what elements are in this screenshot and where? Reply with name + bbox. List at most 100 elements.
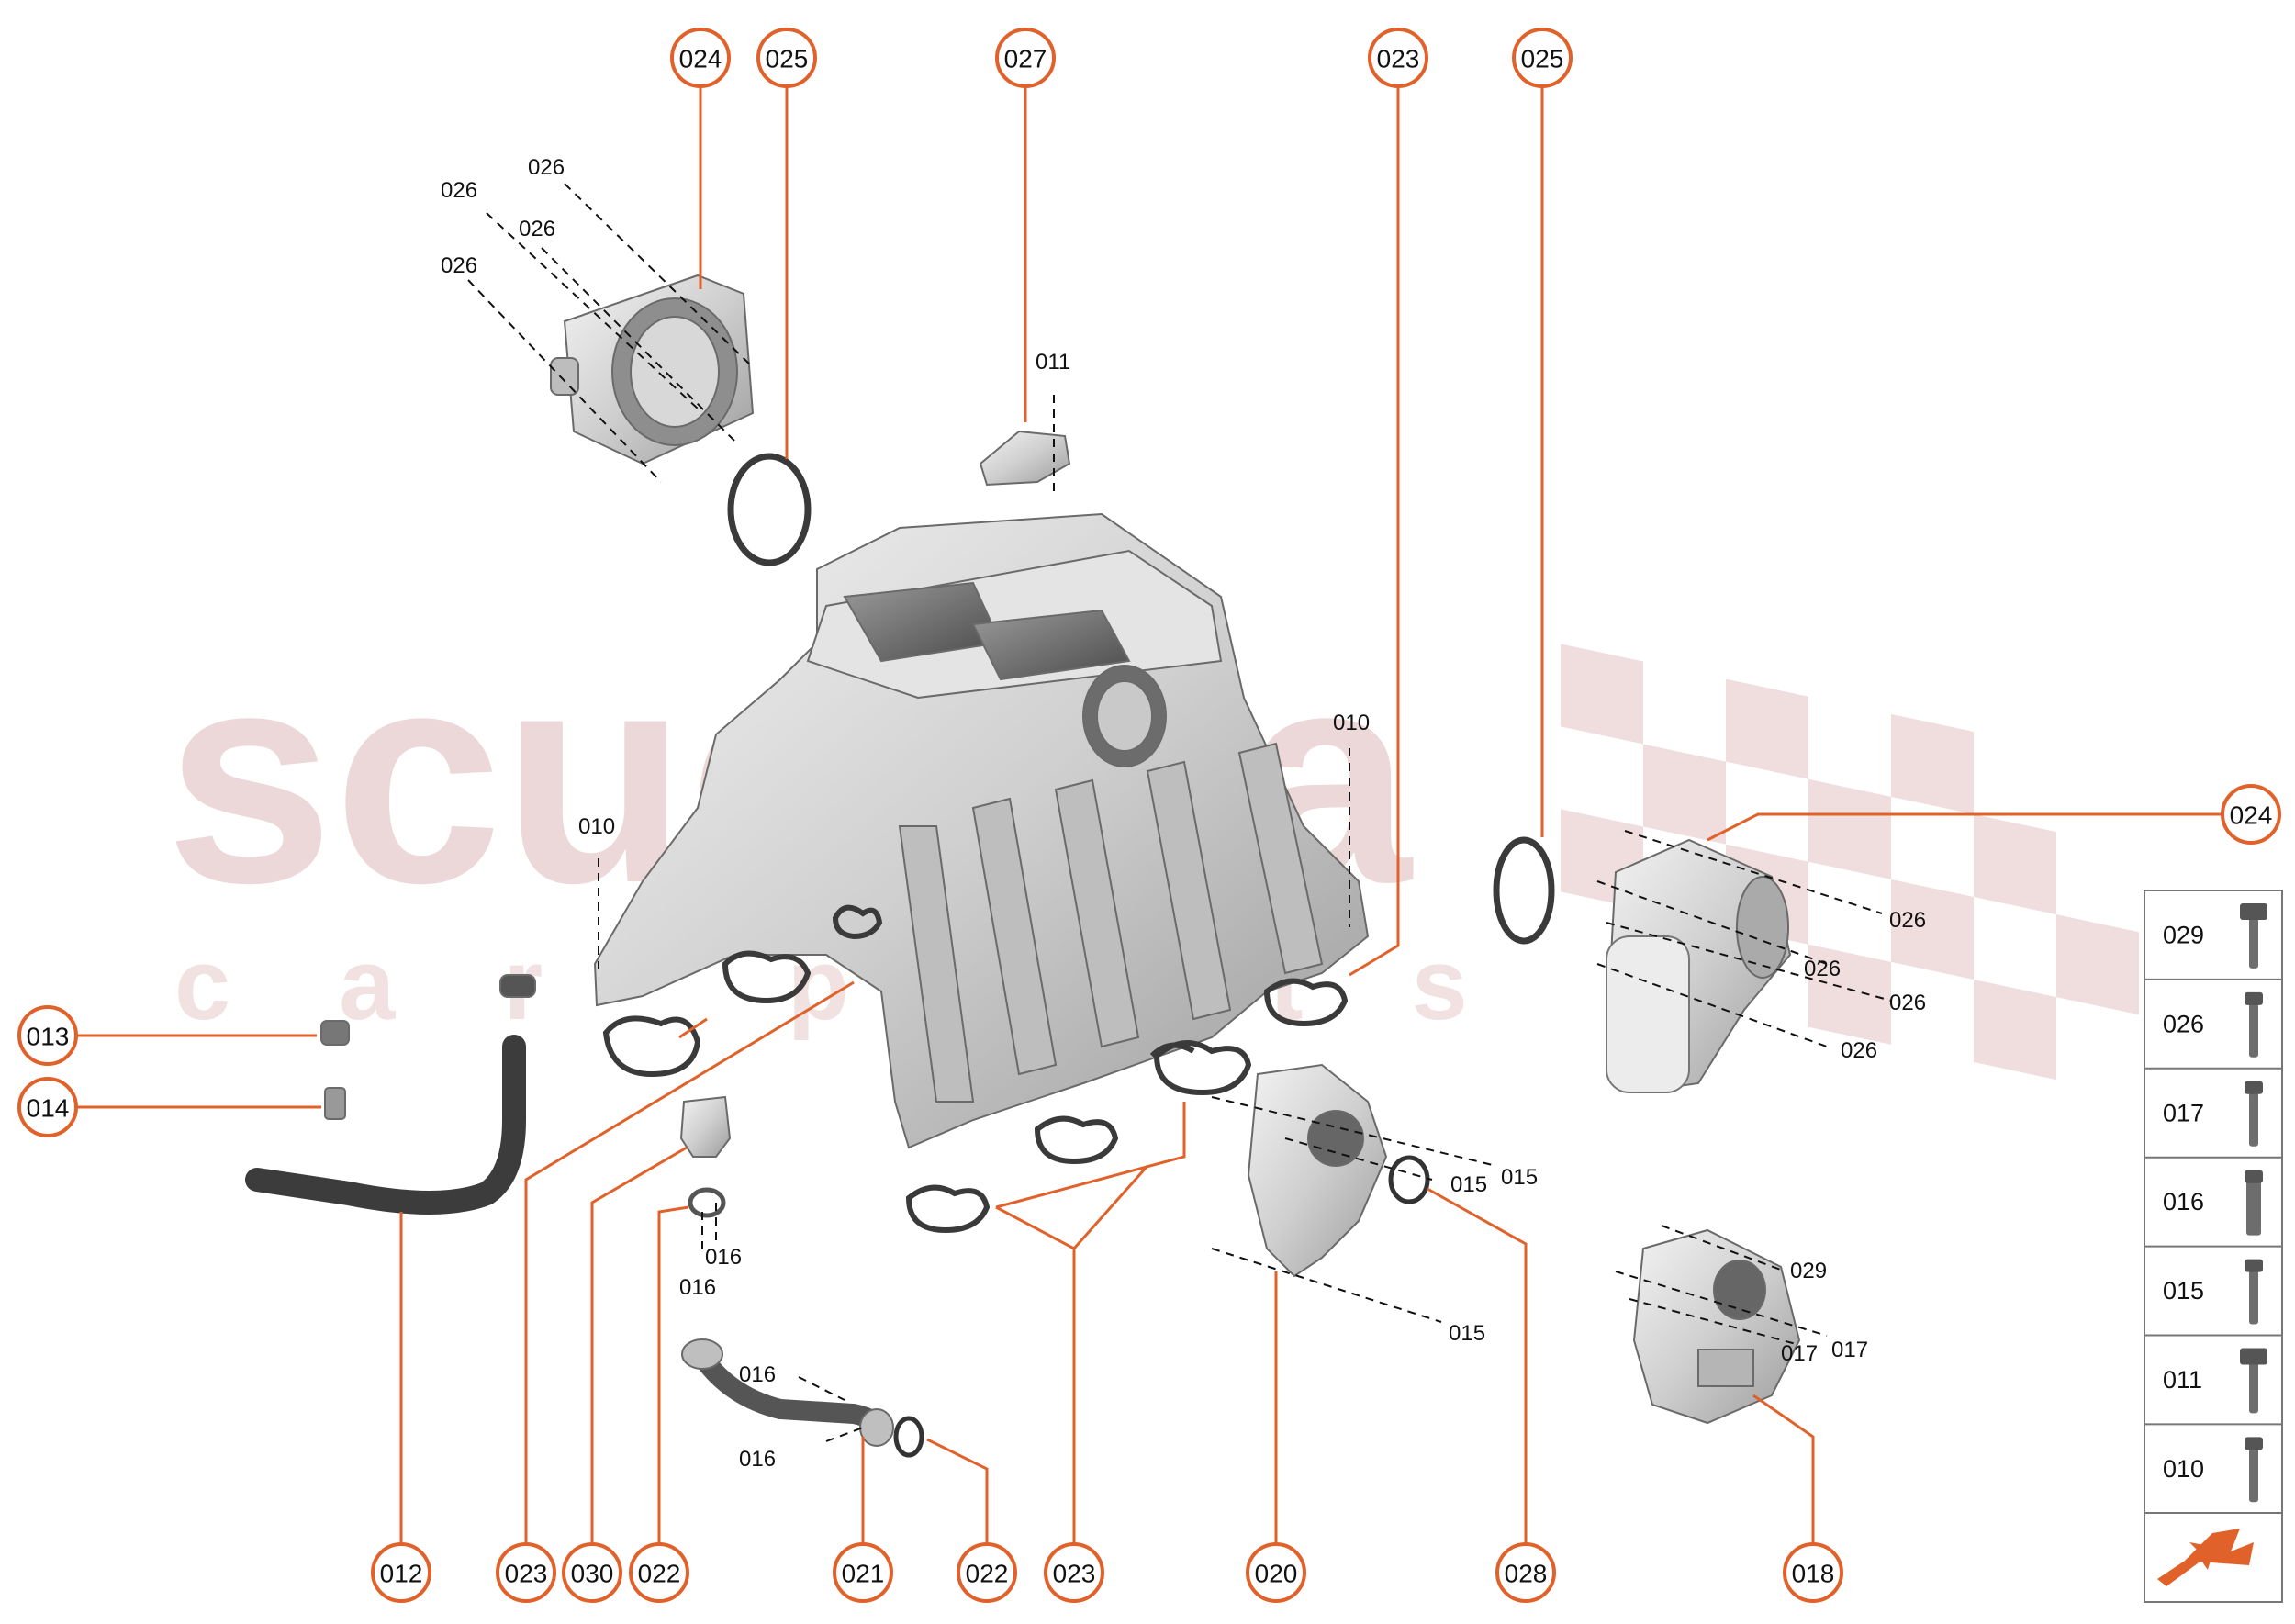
label-016: 016	[739, 1447, 776, 1472]
label-015: 015	[1450, 1172, 1487, 1197]
label-015: 015	[1501, 1165, 1538, 1190]
callout-label: 014	[27, 1094, 70, 1123]
callout-023-bottom-left[interactable]: 023	[496, 1542, 556, 1603]
callout-022-right[interactable]: 022	[957, 1542, 1017, 1603]
label-016: 016	[739, 1362, 776, 1387]
bracket-port	[1307, 1110, 1364, 1167]
pipe-end-upper	[681, 1338, 723, 1370]
callout-025-top[interactable]: 025	[756, 28, 817, 88]
callout-027[interactable]: 027	[995, 28, 1056, 88]
callout-label: 030	[571, 1560, 614, 1588]
legend-row-015[interactable]: 015	[2144, 1245, 2282, 1325]
washer-022	[688, 1187, 726, 1218]
callout-023-top[interactable]: 023	[1368, 28, 1428, 88]
legend-row-016[interactable]: 016	[2144, 1156, 2282, 1236]
intake-manifold	[593, 512, 1370, 1149]
parts	[245, 274, 1801, 1458]
callout-label: 024	[679, 45, 722, 73]
callout-label: 022	[638, 1560, 681, 1588]
callout-label: 013	[27, 1023, 70, 1051]
label-026: 026	[1889, 991, 1926, 1015]
dashed-leaders	[467, 183, 1892, 1442]
callout-022-left[interactable]: 022	[629, 1542, 689, 1603]
label-010: 010	[578, 814, 615, 839]
label-029: 029	[1790, 1259, 1827, 1283]
label-026: 026	[441, 178, 477, 203]
leader-lines	[76, 87, 2222, 1545]
label-016: 016	[705, 1245, 742, 1270]
callout-label: 023	[1053, 1560, 1096, 1588]
pressure-sensor	[979, 430, 1071, 487]
callout-label: 025	[1521, 45, 1564, 73]
legend-row-011[interactable]: 011	[2144, 1334, 2282, 1414]
label-026: 026	[519, 217, 555, 241]
callout-028[interactable]: 028	[1495, 1542, 1556, 1603]
legend-code: 015	[2163, 1277, 2204, 1305]
label-017: 017	[1781, 1341, 1818, 1366]
legend-code: 010	[2163, 1455, 2204, 1483]
callout-012[interactable]: 012	[371, 1542, 431, 1603]
ring-gasket-right	[1493, 836, 1555, 945]
label-026: 026	[1804, 957, 1841, 981]
ring-gasket-left	[727, 453, 812, 566]
callout-label: 028	[1505, 1560, 1548, 1588]
breather-hose	[245, 1035, 526, 1215]
label-011: 011	[1036, 350, 1070, 375]
legend-row-029[interactable]: 029	[2163, 903, 2267, 969]
part-labels: 026 026 026 026 011 010 010 026 026 026 …	[441, 155, 1926, 1472]
long-bolt-icon	[2245, 991, 2263, 1058]
hose-clip-013	[320, 1020, 350, 1046]
callout-label: 020	[1255, 1560, 1298, 1588]
callout-label: 022	[966, 1560, 1009, 1588]
legend-row-026[interactable]: 026	[2144, 978, 2282, 1058]
bolt-icon	[2245, 1437, 2263, 1503]
flange-bolt-icon	[2240, 1348, 2267, 1414]
legend-code: 011	[2163, 1366, 2202, 1394]
stud-bolt-icon	[2245, 1081, 2263, 1147]
label-026: 026	[528, 155, 565, 180]
runner-gaskets	[602, 904, 1349, 1234]
bracket-020	[1247, 1063, 1388, 1278]
label-016: 016	[679, 1275, 716, 1300]
callouts: 024 025 027 023 025 024 013 014 012 023 …	[17, 28, 2281, 1603]
ring-028	[1388, 1155, 1430, 1204]
flange-bolt-icon	[2240, 903, 2267, 969]
label-026: 026	[1841, 1038, 1877, 1063]
callout-025-right[interactable]: 025	[1512, 28, 1573, 88]
callout-label: 018	[1792, 1560, 1835, 1588]
label-010: 010	[1333, 711, 1370, 735]
callout-013[interactable]: 013	[17, 1005, 78, 1066]
callout-023-bottom[interactable]: 023	[1044, 1542, 1104, 1603]
callout-label: 023	[505, 1560, 548, 1588]
throttle-actuator-018	[1632, 1228, 1801, 1425]
pipe-end-lower	[859, 1408, 894, 1447]
hose-clamp-014	[324, 1087, 346, 1120]
callout-024-top[interactable]: 024	[670, 28, 731, 88]
callout-label: 012	[380, 1560, 423, 1588]
callout-label: 023	[1377, 45, 1420, 73]
callout-020[interactable]: 020	[1246, 1542, 1306, 1603]
throttle-body-upper	[550, 274, 755, 465]
hose-clip-top	[499, 974, 536, 998]
label-026: 026	[441, 253, 477, 278]
callout-018[interactable]: 018	[1783, 1542, 1843, 1603]
callout-014[interactable]: 014	[17, 1077, 78, 1137]
callout-021[interactable]: 021	[833, 1542, 893, 1603]
screw-icon	[2245, 1170, 2263, 1236]
legend-code: 026	[2163, 1010, 2204, 1037]
label-026: 026	[1889, 908, 1926, 933]
coolant-pipe-021	[688, 1339, 891, 1442]
callout-024-right[interactable]: 024	[2221, 784, 2281, 845]
label-015: 015	[1449, 1321, 1485, 1346]
legend-row-010[interactable]: 010	[2144, 1423, 2282, 1503]
legend-row-017[interactable]: 017	[2144, 1067, 2282, 1147]
label-017: 017	[1831, 1338, 1868, 1362]
throttle-body-right	[1605, 838, 1792, 1094]
callout-030[interactable]: 030	[562, 1542, 622, 1603]
callout-label: 024	[2230, 801, 2273, 830]
next-page-arrow-icon[interactable]	[2157, 1529, 2254, 1586]
callout-label: 027	[1004, 45, 1047, 73]
callout-label: 021	[842, 1560, 885, 1588]
bolt-icon	[2245, 1259, 2263, 1325]
